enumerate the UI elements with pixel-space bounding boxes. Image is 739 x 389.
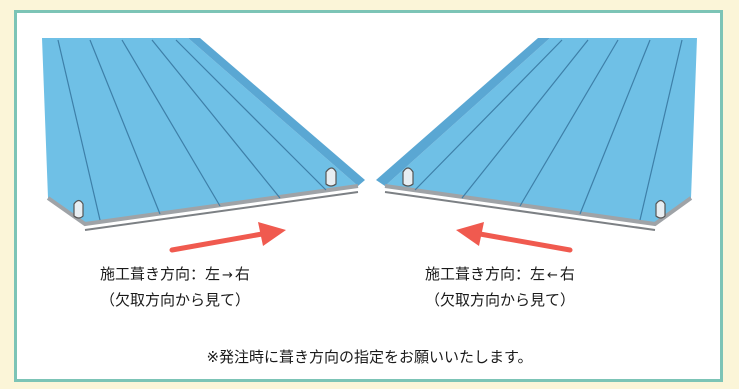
left-panel-seam [188, 38, 365, 186]
left-panel-front-edge [46, 184, 359, 227]
left-hook-icon [325, 167, 337, 187]
right-rib [639, 39, 683, 221]
right-hook-icon [655, 199, 666, 219]
right-arrow-icon: → [222, 268, 233, 283]
left-rib [175, 39, 327, 191]
left-arrow-icon: ← [547, 268, 558, 283]
right-direction-label: 施工葺き方向：左←右 [425, 265, 575, 283]
right-panel-front-edge [384, 184, 693, 227]
right-panel-seam [376, 38, 550, 186]
right-rib [414, 39, 563, 191]
left-panel-surface [42, 38, 358, 224]
left-rib [151, 39, 281, 199]
right-hook-icon [402, 167, 414, 187]
left-direction-arrow-icon [169, 222, 286, 253]
right-direction-caption: 施工葺き方向：左←右 （欠取方向から見て） [425, 262, 575, 312]
left-roof-panel [42, 38, 365, 231]
right-direction-arrow-icon [456, 222, 573, 253]
right-direction-sub: （欠取方向から見て） [425, 291, 576, 309]
left-direction-sub: （欠取方向から見て） [100, 291, 251, 309]
right-rib [461, 39, 589, 199]
left-rib [121, 39, 221, 207]
right-rib [519, 39, 619, 207]
left-panel-bottom-edge [84, 191, 359, 231]
left-hook-icon [73, 199, 84, 219]
left-direction-caption: 施工葺き方向：左→右 （欠取方向から見て） [100, 262, 250, 312]
right-panel-surface [385, 38, 697, 224]
order-note: ※発注時に葺き方向の指定をお願いいたします。 [206, 348, 533, 366]
right-rib [579, 39, 651, 215]
left-rib [57, 39, 101, 221]
right-roof-panel [376, 38, 697, 231]
left-direction-label: 施工葺き方向：左→右 [100, 265, 250, 283]
right-panel-bottom-edge [384, 191, 656, 231]
left-rib [89, 39, 161, 215]
